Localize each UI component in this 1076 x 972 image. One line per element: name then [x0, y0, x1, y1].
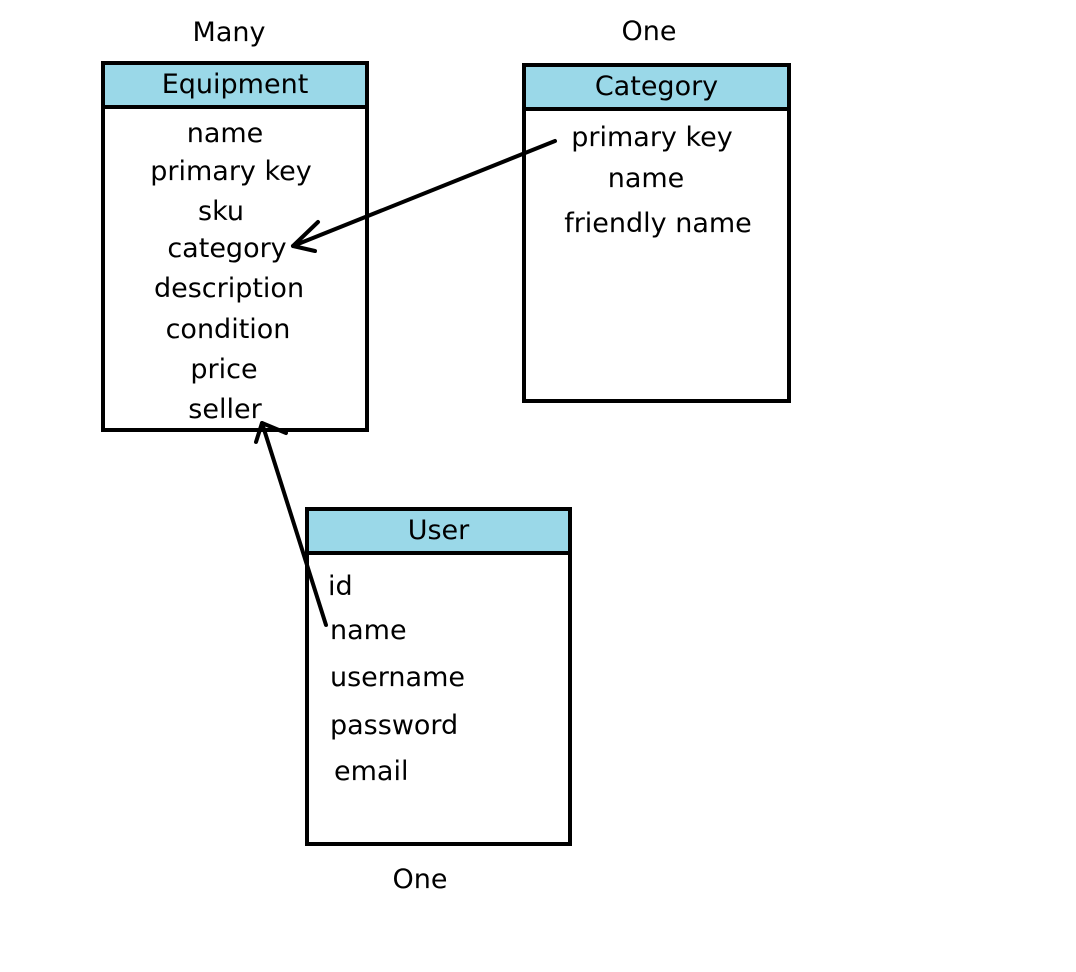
user-field-password: password: [330, 710, 459, 741]
category-field-primary-key: primary key: [571, 122, 733, 153]
equipment-field-price: price: [190, 354, 258, 385]
user-field-email: email: [334, 756, 409, 787]
cardinality-label-category: One: [621, 16, 677, 47]
user-field-name: name: [330, 615, 407, 646]
user-field-id: id: [328, 571, 353, 602]
equipment-field-name: name: [186, 118, 264, 149]
equipment-field-primary-key: primary key: [150, 156, 312, 187]
equipment-field-seller: seller: [188, 394, 262, 425]
user-field-username: username: [330, 662, 465, 693]
category-entity: Category primary key name friendly name: [522, 63, 791, 403]
cardinality-label-equipment: Many: [192, 17, 266, 48]
user-entity-title: User: [309, 511, 568, 555]
equipment-field-condition: condition: [165, 314, 291, 345]
cardinality-label-user: One: [392, 864, 448, 895]
user-entity: User id name username password email: [305, 507, 572, 846]
equipment-entity-title: Equipment: [105, 65, 365, 109]
equipment-field-category: category: [167, 233, 287, 264]
equipment-entity: Equipment name primary key sku category …: [101, 61, 369, 432]
category-field-name: name: [607, 163, 685, 194]
equipment-field-description: description: [153, 273, 305, 304]
category-field-friendly-name: friendly name: [564, 208, 752, 239]
equipment-field-sku: sku: [198, 196, 244, 227]
category-entity-title: Category: [526, 67, 787, 111]
